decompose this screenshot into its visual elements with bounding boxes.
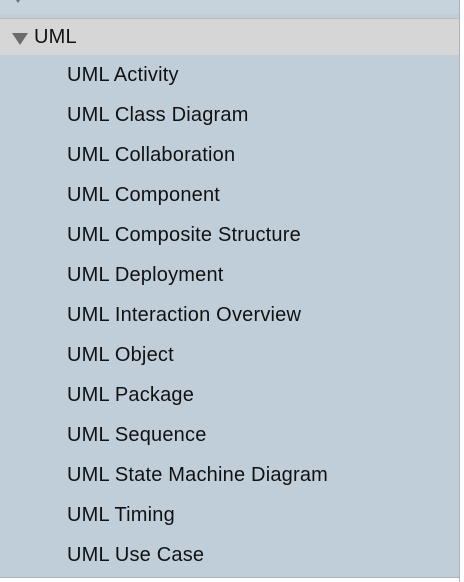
disclosure-triangle-down-icon[interactable] — [12, 33, 28, 45]
list-item-uml-component[interactable]: UML Component — [67, 184, 221, 206]
list-item-uml-package[interactable]: UML Package — [67, 384, 195, 406]
list-item-uml-use-case[interactable]: UML Use Case — [67, 544, 205, 566]
list-item-uml-class-diagram[interactable]: UML Class Diagram — [67, 104, 249, 126]
list-item-uml-activity[interactable]: UML Activity — [67, 64, 179, 86]
list-item-uml-deployment[interactable]: UML Deployment — [67, 264, 224, 286]
list-item-uml-interaction-overview[interactable]: UML Interaction Overview — [67, 304, 302, 326]
adjacent-pane-edge — [459, 0, 464, 582]
uml-template-list: UML Activity UML Class Diagram UML Colla… — [0, 55, 459, 575]
panel-bottom-edge — [0, 577, 459, 582]
list-item-uml-state-machine-diagram[interactable]: UML State Machine Diagram — [67, 464, 329, 486]
list-item-uml-collaboration[interactable]: UML Collaboration — [67, 144, 236, 166]
list-item-uml-object[interactable]: UML Object — [67, 344, 174, 366]
list-item-uml-composite-structure[interactable]: UML Composite Structure — [67, 224, 301, 246]
group-header-uml[interactable]: UML — [0, 18, 459, 55]
list-item-uml-timing[interactable]: UML Timing — [67, 504, 175, 526]
list-item-uml-sequence[interactable]: UML Sequence — [67, 424, 207, 446]
group-label: UML — [34, 26, 77, 48]
previous-group-row[interactable] — [0, 0, 459, 14]
disclosure-triangle-icon[interactable] — [12, 0, 24, 3]
